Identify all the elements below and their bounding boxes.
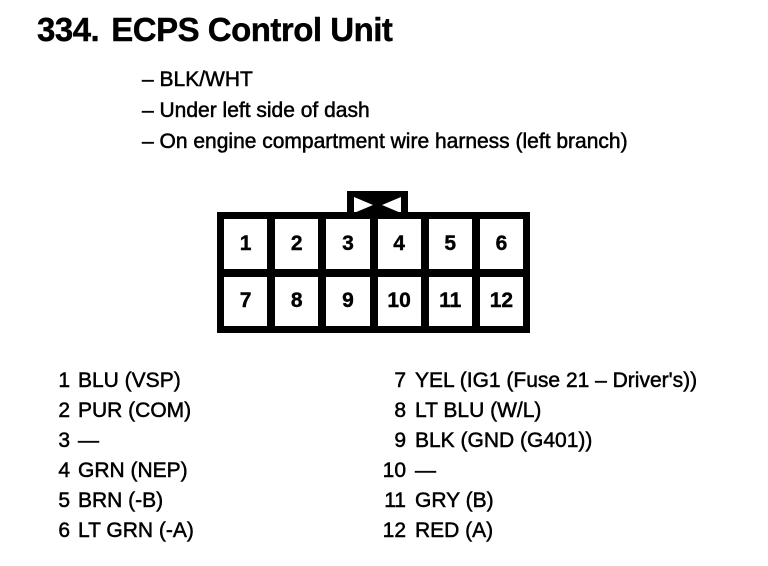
connector-pin-grid: 1 2 3 4 5 6 7 8 9 10 11 12 xyxy=(217,212,530,333)
pin-label: BLU (VSP) xyxy=(78,369,181,393)
pin-label: PUR (COM) xyxy=(78,399,192,423)
pin-number: 2 xyxy=(58,399,70,423)
note-line: – BLK/WHT xyxy=(142,68,253,92)
connector-pin-cell: 6 xyxy=(479,219,523,269)
notes-list: – BLK/WHT – Under left side of dash – On… xyxy=(142,64,628,157)
pin-row: 11 GRY (B) xyxy=(369,486,697,516)
pin-label: — xyxy=(78,429,100,453)
connector-pin-cell: 10 xyxy=(377,276,421,326)
connector-pin-cell: 9 xyxy=(326,276,370,326)
pin-label: BLK (GND (G401)) xyxy=(415,429,593,453)
connector-pin-cell: 8 xyxy=(275,276,319,326)
pin-number: 11 xyxy=(384,489,406,513)
pin-row: 9 BLK (GND (G401)) xyxy=(369,426,697,456)
pin-row: 12 RED (A) xyxy=(369,516,697,546)
section-number: 334. xyxy=(37,11,100,48)
pin-number: 10 xyxy=(382,459,406,483)
pin-label: GRN (NEP) xyxy=(78,459,188,483)
pin-row: 6 LT GRN (-A) xyxy=(40,516,194,546)
connector-pin-cell: 5 xyxy=(428,219,472,269)
pin-row: 7 YEL (IG1 (Fuse 21 – Driver's)) xyxy=(369,366,697,396)
section-heading: 334. ECPS Control Unit xyxy=(37,11,393,49)
pin-number: 1 xyxy=(58,369,70,393)
pin-label: GRY (B) xyxy=(415,489,494,513)
page-title: ECPS Control Unit xyxy=(111,11,393,48)
pin-number: 9 xyxy=(394,429,406,453)
note-line: – Under left side of dash xyxy=(142,99,370,123)
pinout-column-left: 1 BLU (VSP) 2 PUR (COM) 3 — 4 GRN (NEP) … xyxy=(40,366,194,546)
pin-number: 3 xyxy=(58,429,70,453)
connector-pin-cell: 3 xyxy=(326,219,370,269)
pin-row: 2 PUR (COM) xyxy=(40,396,194,426)
pin-row: 10 — xyxy=(369,456,697,486)
connector-pin-cell: 7 xyxy=(224,276,268,326)
pin-number: 12 xyxy=(382,519,406,543)
pinout-column-right: 7 YEL (IG1 (Fuse 21 – Driver's)) 8 LT BL… xyxy=(369,366,697,546)
pin-label: — xyxy=(415,459,437,483)
pin-label: YEL (IG1 (Fuse 21 – Driver's)) xyxy=(415,369,698,393)
connector-pin-cell: 12 xyxy=(479,276,523,326)
pin-number: 6 xyxy=(58,519,70,543)
pin-label: LT BLU (W/L) xyxy=(415,399,542,423)
connector-pin-cell: 2 xyxy=(275,219,319,269)
pin-number: 7 xyxy=(394,369,406,393)
note-line: – On engine compartment wire harness (le… xyxy=(142,130,628,154)
pin-number: 8 xyxy=(394,399,406,423)
pin-label: BRN (-B) xyxy=(78,489,164,513)
pin-number: 4 xyxy=(58,459,70,483)
pin-row: 1 BLU (VSP) xyxy=(40,366,194,396)
pin-row: 5 BRN (-B) xyxy=(40,486,194,516)
pin-row: 8 LT BLU (W/L) xyxy=(369,396,697,426)
pin-label: LT GRN (-A) xyxy=(78,519,194,543)
connector-pin-cell: 1 xyxy=(224,219,268,269)
pin-label: RED (A) xyxy=(415,519,494,543)
pin-row: 4 GRN (NEP) xyxy=(40,456,194,486)
connector-pin-cell: 11 xyxy=(428,276,472,326)
pin-row: 3 — xyxy=(40,426,194,456)
connector-pin-cell: 4 xyxy=(377,219,421,269)
pin-number: 5 xyxy=(58,489,70,513)
